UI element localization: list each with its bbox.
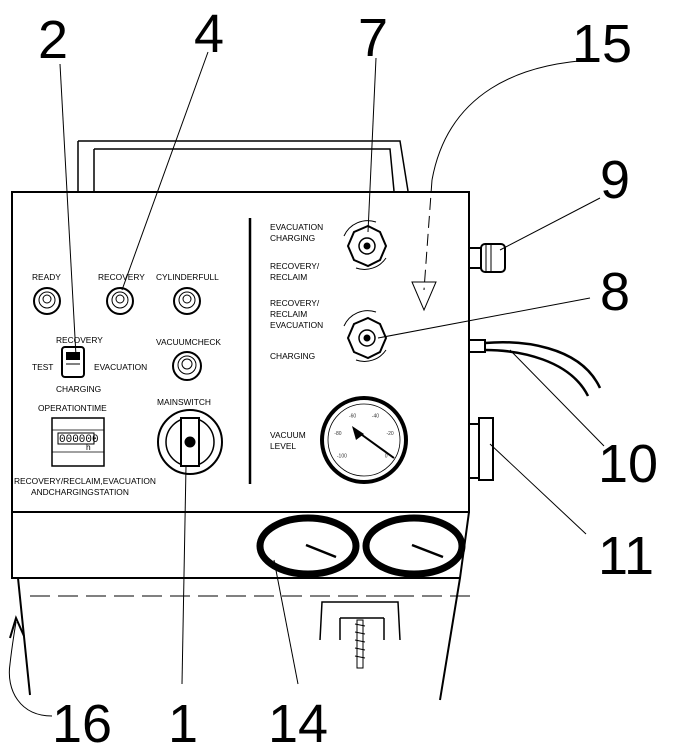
valve7-label-2: CHARGING <box>270 233 315 243</box>
vacuum-level-label-2: LEVEL <box>270 441 296 451</box>
cylinder-full-lamp <box>173 287 201 315</box>
valve7-label-3: RECOVERY/ <box>270 261 320 271</box>
valve7-label-1: EVACUATION <box>270 222 323 232</box>
vacuum-gauge-tick-label: -40 <box>372 414 379 420</box>
ready-lamp <box>33 287 61 315</box>
callout-11: 11 <box>598 526 654 586</box>
callout-7: 7 <box>358 8 388 68</box>
leader-2 <box>59 63 77 357</box>
vacuum-gauge-tick-label: -60 <box>349 414 356 420</box>
power-cable <box>468 339 602 397</box>
callout-9: 9 <box>600 150 630 210</box>
leader-15-arrow <box>411 281 437 312</box>
vacuum-gauge-tick-label: -80 <box>334 431 341 437</box>
vacuum-level-label-1: VACUUM <box>270 430 306 440</box>
selector-charging-label: CHARGING <box>56 384 101 394</box>
vacuum-check-label: VACUUMCHECK <box>156 337 221 347</box>
leader-10 <box>509 349 605 447</box>
selector-evacuation-label: EVACUATION <box>94 362 147 372</box>
leader-7 <box>367 57 377 233</box>
valve7-label-4: RECLAIM <box>270 272 307 282</box>
recovery-label: RECOVERY <box>98 272 145 282</box>
leader-16 <box>8 621 53 717</box>
leader-15-dash <box>423 179 433 291</box>
cylinder-full-label: CYLINDERFULL <box>156 272 219 282</box>
leader-8 <box>377 297 591 339</box>
leader-1 <box>181 465 187 685</box>
selector-recovery-label: RECOVERY <box>56 335 103 345</box>
valve8-label-4: CHARGING <box>270 351 315 361</box>
vacuum-check-button[interactable] <box>172 351 202 381</box>
operation-time-label: OPERATIONTIME <box>38 403 107 413</box>
valve8-label-3: EVACUATION <box>270 320 323 330</box>
lid-frame <box>77 140 409 192</box>
callout-4: 4 <box>194 4 224 64</box>
vacuum-level-gauge <box>320 396 408 484</box>
callout-16: 16 <box>52 694 112 748</box>
valve8-label-1: RECOVERY/ <box>270 298 320 308</box>
vacuum-gauge-tick-label: -100 <box>337 454 347 460</box>
side-handle <box>468 417 494 481</box>
pressure-gauge-right <box>362 514 466 578</box>
vacuum-gauge-tick-label: 0 <box>385 454 388 460</box>
mode-selector-switch[interactable] <box>61 346 85 378</box>
leader-15 <box>431 59 593 181</box>
ready-label: READY <box>32 272 61 282</box>
drawer-handle <box>319 601 401 641</box>
callout-1: 1 <box>168 694 198 748</box>
callout-10: 10 <box>598 434 658 494</box>
leader-4 <box>121 51 209 291</box>
lower-housing <box>11 511 470 701</box>
callout-15: 15 <box>572 14 632 74</box>
leader-14 <box>273 559 299 685</box>
valve8-label-2: RECLAIM <box>270 309 307 319</box>
vacuum-gauge-tick-label: -20 <box>386 431 393 437</box>
counter-unit: h <box>86 442 91 452</box>
main-switch-label: MAINSWITCH <box>157 397 211 407</box>
main-switch[interactable] <box>157 409 223 475</box>
leader-9 <box>499 197 601 251</box>
callout-8: 8 <box>600 262 630 322</box>
operation-time-counter <box>51 417 105 467</box>
service-port-fitting <box>468 243 506 273</box>
recovery-lamp <box>106 287 134 315</box>
station-name-line2: ANDCHARGINGSTATION <box>31 487 129 497</box>
valve-knob-evacuation-charging[interactable] <box>343 220 388 270</box>
valve-knob-recovery-charging[interactable] <box>343 310 388 362</box>
leader-11 <box>489 443 587 535</box>
pressure-gauge-left <box>256 514 360 578</box>
station-name-line1: RECOVERY/RECLAIM,EVACUATION <box>14 476 156 486</box>
selector-test-label: TEST <box>32 362 53 372</box>
callout-14: 14 <box>268 694 328 748</box>
counter-digits: 000000 <box>59 434 99 446</box>
callout-2: 2 <box>38 10 68 70</box>
